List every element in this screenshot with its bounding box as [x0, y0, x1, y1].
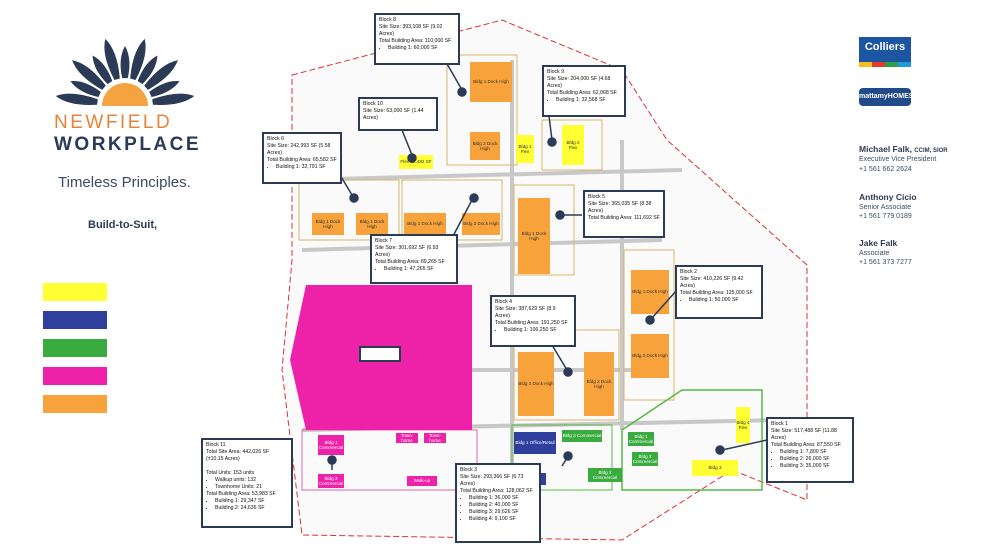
contact-phone[interactable]: +1 561 373 7277 — [859, 259, 912, 266]
brand-name: NEWFIELD — [54, 112, 173, 133]
building-b11-walkup: Walk-up — [407, 476, 437, 486]
contact-name: Anthony Cicio — [859, 192, 917, 202]
sun-ray — [130, 38, 146, 81]
sun-ray — [144, 60, 178, 90]
building-b6-1: Bldg 1 Dock High — [312, 213, 344, 235]
contact-title: Executive Vice President — [859, 156, 937, 163]
building-b5-1: Bldg 1 Dock High — [518, 198, 550, 274]
building-b3-comm3: Bldg 3 Commercial — [562, 430, 602, 442]
sun-ray — [149, 80, 180, 97]
contact-title: Associate — [859, 250, 890, 257]
sun-ray — [120, 46, 130, 79]
building-b11-comm1: Bldg 1 Commercial — [318, 435, 344, 455]
legend-swatch-blue — [43, 311, 107, 329]
building-b4-1: Bldg 1 Dock High — [518, 352, 554, 416]
building-b8-2: Bldg 2 Dock High — [470, 132, 500, 160]
building-b9-flex1: Bldg 1 Flex — [516, 135, 534, 163]
sun-ray — [152, 93, 195, 106]
building-b8-1: Bldg 1 Dock High — [470, 62, 512, 102]
building-b2-2: Bldg 2 Dock High — [631, 334, 669, 378]
legend-swatch-yellow — [43, 283, 107, 301]
contact-name: Michael Falk, CCIM, SIOR — [859, 144, 948, 154]
build-to-suit-heading: Build-to-Suit, — [88, 219, 158, 231]
sunrise-logo-icon — [55, 38, 195, 106]
legend-swatch-green — [43, 339, 107, 357]
building-b7-2: Bldg 2 Dock High — [462, 213, 500, 235]
building-b1-comm2: Bldg 2 Commercial — [632, 452, 658, 466]
building-b1-3: Bldg 3 — [692, 460, 738, 476]
building-b3-office: Bldg 1 Office/Retail — [514, 432, 556, 454]
building-b1-comm1: Bldg 1 Commercial — [628, 432, 654, 446]
building-b9-flex2: Bldg 2 Flex — [562, 125, 584, 165]
building-b11-comm2: Bldg 2 Commercial — [318, 474, 344, 488]
building-b6-2: Bldg 1 Dock High — [356, 213, 388, 235]
building-b1-flex: Bldg 4 Flex — [736, 407, 750, 443]
brand-subname: WORKPLACE — [54, 134, 202, 155]
building-b11-town2: Town-home — [424, 433, 446, 443]
site-plan-drawing — [281, 19, 808, 541]
mattamy-homes-logo: mattamyHOMES — [859, 88, 913, 106]
sun-ray — [72, 60, 106, 90]
building-b3-comm2: Bldg 2 Commercial — [588, 468, 622, 482]
building-b2-1: Bldg 1 Dock High — [631, 270, 669, 314]
legend-swatch-orange — [43, 395, 107, 413]
building-b4-2: Bldg 2 Dock High — [584, 352, 614, 416]
sun-ray — [55, 93, 98, 106]
building-b11-town1: Town-home — [396, 433, 418, 443]
sun-ray — [92, 55, 113, 85]
building-b7-1: Bldg 1 Dock High — [404, 213, 446, 235]
building-b10-flex: Flex 22,482 SF — [399, 155, 433, 169]
sun-ray — [104, 38, 120, 81]
sun-ray — [137, 55, 158, 85]
site-plan-map: Bldg 1 Dock High Bldg 2 Dock High Bldg 1… — [201, 0, 862, 547]
contact-title: Senior Associate — [859, 204, 912, 211]
colliers-logo: Colliers — [859, 37, 911, 67]
legend-swatch-magenta — [43, 367, 107, 385]
contact-phone[interactable]: +1 561 779 0189 — [859, 213, 912, 220]
contact-name: Jake Falk — [859, 238, 898, 248]
contact-phone[interactable]: +1 561 662 2624 — [859, 166, 912, 173]
sun-ray — [70, 80, 101, 97]
tagline: Timeless Principles. — [58, 174, 191, 191]
